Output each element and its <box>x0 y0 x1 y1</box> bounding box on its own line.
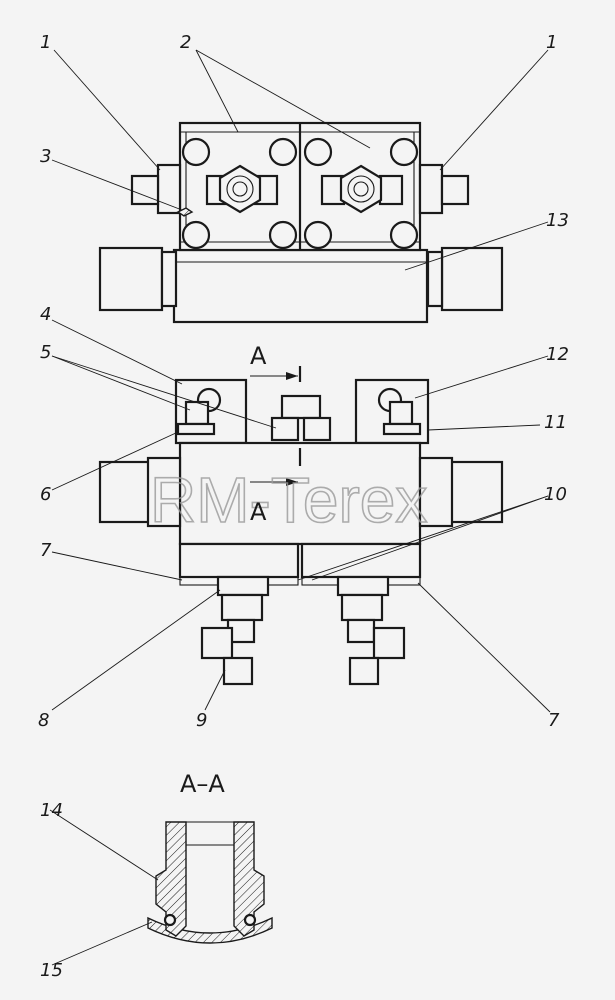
callout-7-right: 7 <box>548 710 560 731</box>
leader-lines <box>49 49 551 966</box>
callout-1-left: 1 <box>40 32 51 53</box>
section-a-a <box>147 821 273 944</box>
callout-4: 4 <box>40 304 51 325</box>
section-mark-bottom: A <box>250 498 267 526</box>
callout-13: 13 <box>546 210 569 231</box>
section-title: A–A <box>180 770 225 798</box>
watermark: RM-Terex <box>150 464 427 536</box>
callout-1-right: 1 <box>546 32 557 53</box>
callout-15: 15 <box>40 960 63 981</box>
section-mark-top: A <box>250 342 267 370</box>
callout-8: 8 <box>38 710 49 731</box>
callout-3: 3 <box>40 146 51 167</box>
front-view <box>98 366 504 686</box>
callout-12: 12 <box>546 344 569 365</box>
callout-5: 5 <box>40 342 51 363</box>
callout-14: 14 <box>40 800 63 821</box>
callout-7-left: 7 <box>40 540 52 561</box>
callout-9: 9 <box>196 710 207 731</box>
callout-10: 10 <box>544 484 567 505</box>
callout-11: 11 <box>544 412 567 433</box>
callout-6: 6 <box>40 484 51 505</box>
top-view <box>98 121 504 324</box>
callout-2: 2 <box>180 32 191 53</box>
